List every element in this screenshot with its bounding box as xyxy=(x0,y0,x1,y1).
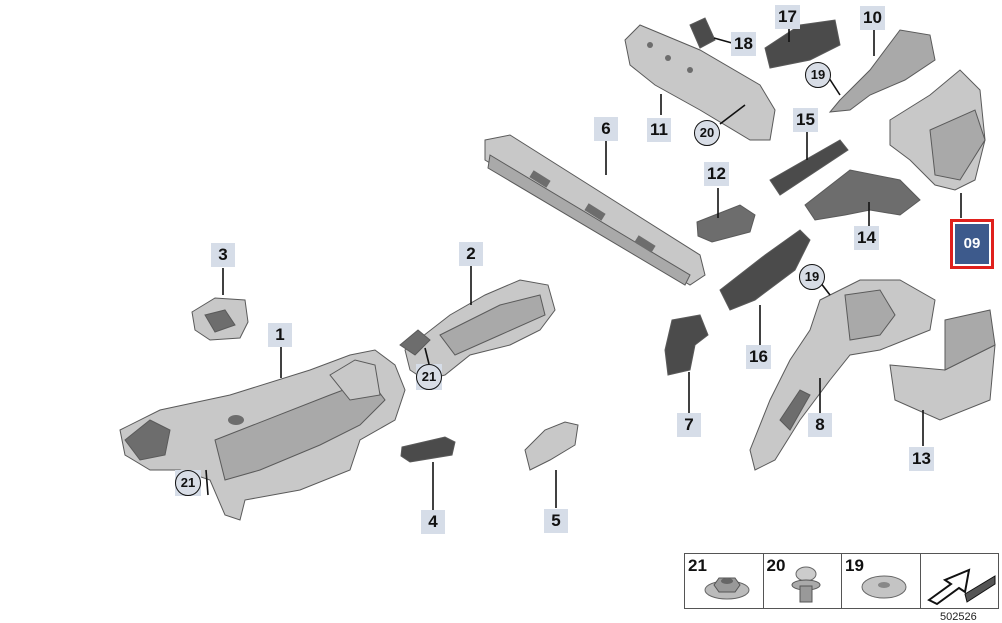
callout-19-circled[interactable]: 19 xyxy=(805,62,831,88)
part-10-shield[interactable] xyxy=(828,29,936,113)
callout-13[interactable]: 13 xyxy=(909,447,934,471)
document-id: 502526 xyxy=(940,611,977,623)
part-7-pad[interactable] xyxy=(664,314,709,376)
part-2-heat-shield[interactable] xyxy=(399,279,556,381)
part-3-bracket-insulation[interactable] xyxy=(191,297,249,341)
callout-5[interactable]: 5 xyxy=(544,509,568,533)
callout-8[interactable]: 8 xyxy=(808,413,832,437)
legend-cell-20[interactable]: 20 xyxy=(764,554,842,608)
callout-3[interactable]: 3 xyxy=(211,243,235,267)
legend-label: 20 xyxy=(766,556,786,575)
callout-16[interactable]: 16 xyxy=(746,345,771,369)
callout-20-circled[interactable]: 20 xyxy=(694,120,720,146)
callout-21-circled[interactable]: 21 xyxy=(416,364,442,390)
part-8-side-shield[interactable] xyxy=(749,279,936,471)
legend-cell-19[interactable]: 19 xyxy=(842,554,921,608)
callout-10[interactable]: 10 xyxy=(860,6,885,30)
legend-cell-21[interactable]: 21 xyxy=(685,554,764,608)
fastener-legend: 21 20 19 xyxy=(684,553,999,609)
direction-arrow-icon xyxy=(926,568,995,606)
part-5-pad[interactable] xyxy=(524,421,579,471)
part-1-tunnel-shield[interactable] xyxy=(119,349,406,521)
part-09-shield[interactable] xyxy=(889,69,986,191)
part-15-strip[interactable] xyxy=(769,139,849,196)
part-6-rail[interactable] xyxy=(484,134,706,286)
callout-1[interactable]: 1 xyxy=(268,323,292,347)
part-14-pad[interactable] xyxy=(804,169,921,221)
callout-2[interactable]: 2 xyxy=(459,242,483,266)
callout-12[interactable]: 12 xyxy=(704,162,729,186)
expansion-rivet-icon xyxy=(791,566,820,603)
part-17-block[interactable] xyxy=(764,19,841,69)
badge-label: 09 xyxy=(955,224,989,264)
callout-17[interactable]: 17 xyxy=(775,5,800,29)
part-4-pad[interactable] xyxy=(400,436,456,463)
legend-cell-arrow[interactable] xyxy=(921,554,999,608)
legend-label: 21 xyxy=(688,556,707,575)
legend-label: 19 xyxy=(845,556,864,575)
callout-15[interactable]: 15 xyxy=(793,108,818,132)
callout-6[interactable]: 6 xyxy=(594,117,618,141)
nut-icon xyxy=(704,577,750,600)
part-12-pad[interactable] xyxy=(696,204,756,243)
callout-18[interactable]: 18 xyxy=(731,32,756,56)
part-13-bracket[interactable] xyxy=(889,309,996,421)
part-16-pad[interactable] xyxy=(719,229,811,311)
callout-11[interactable]: 11 xyxy=(647,118,671,142)
callout-14[interactable]: 14 xyxy=(854,226,879,250)
highlight-badge-09[interactable]: 09 xyxy=(950,219,994,269)
part-18-block[interactable] xyxy=(689,17,716,49)
leader-lines xyxy=(205,28,962,510)
callout-4[interactable]: 4 xyxy=(421,510,445,534)
callout-7[interactable]: 7 xyxy=(677,413,701,437)
clip-washer-icon xyxy=(861,575,907,599)
callout-19-circled[interactable]: 19 xyxy=(799,264,825,290)
callout-21-circled[interactable]: 21 xyxy=(175,470,201,496)
